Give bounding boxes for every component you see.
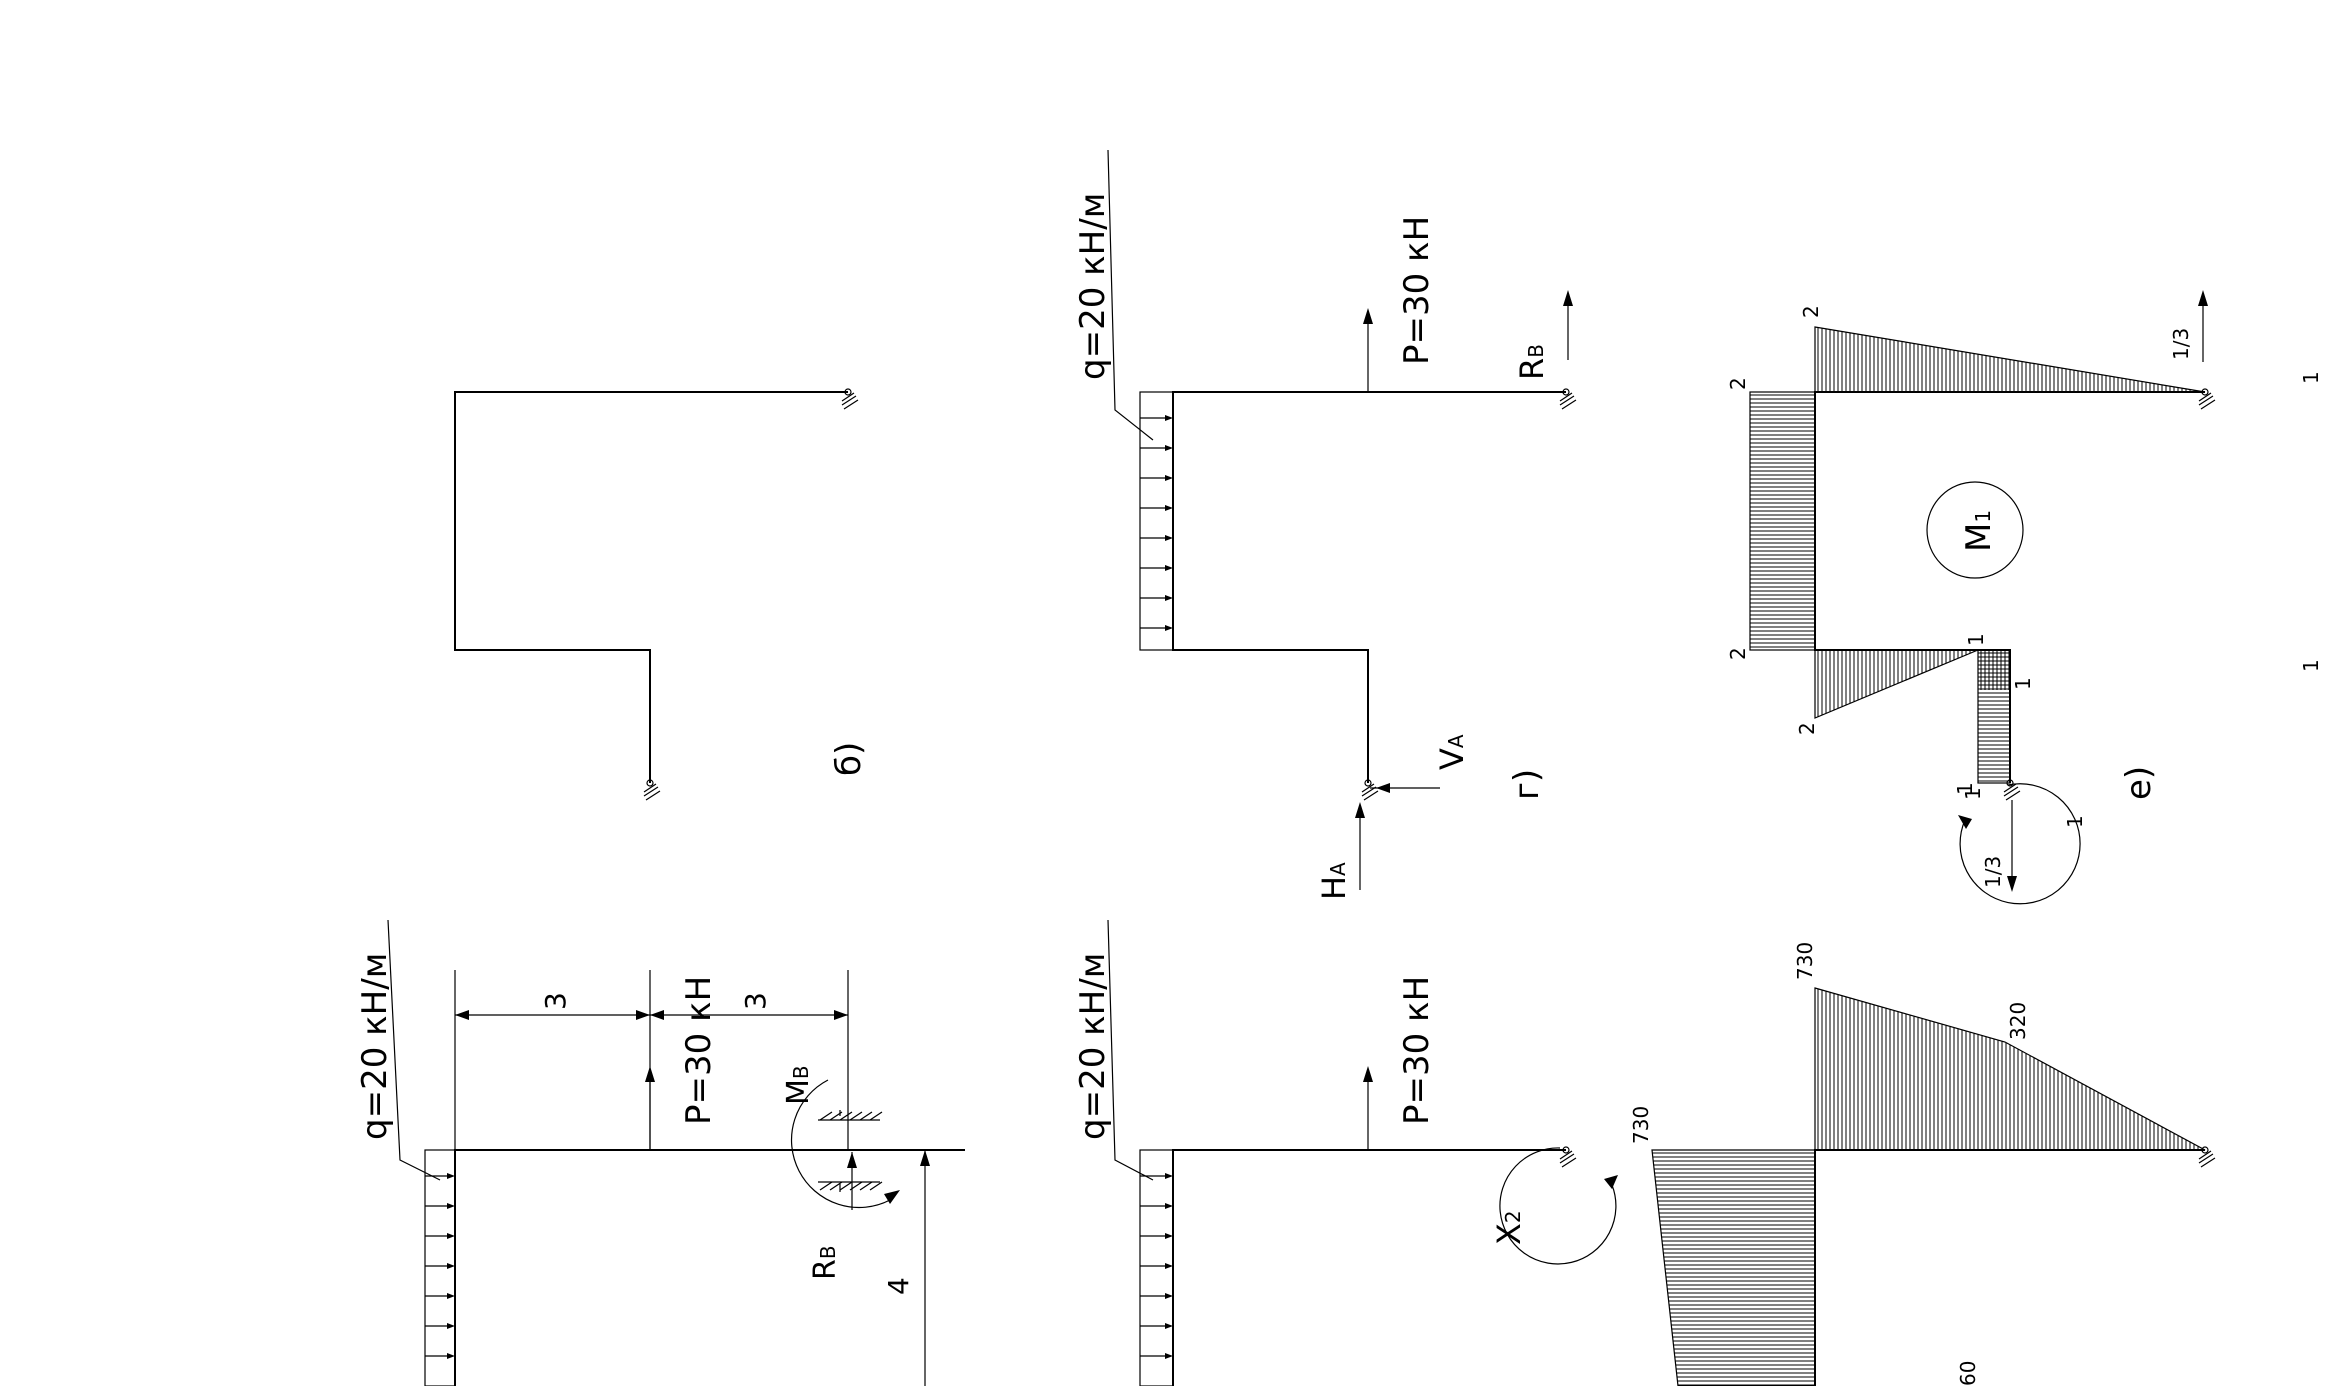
m1-value-1: 2 — [1726, 377, 1750, 390]
panel-g-HA-label: HА — [1315, 862, 1353, 900]
m1-value-5: 1 — [2011, 677, 2035, 690]
panel-e-label: е) — [2119, 766, 2159, 800]
m1-value-9: 1/3 — [1981, 856, 2005, 888]
m1-value-0: 2 — [1799, 305, 1823, 318]
panel-g-P-label: P=30 кН — [1397, 216, 1437, 365]
panel-b-label: б) — [829, 742, 869, 776]
panel-a-RB-label: RВ — [808, 1245, 843, 1280]
panel-a-q-label: q=20 кН/м — [355, 953, 395, 1140]
panel-b-frame — [454, 388, 859, 801]
panel-c-X2-label: X2 — [1490, 1210, 1528, 1245]
panel-a-dim-right: 3 — [739, 992, 772, 1010]
mp-value-3: 60 — [1956, 1361, 1980, 1386]
panel-a-dim-height: 4 — [882, 1277, 915, 1295]
panel-e-M1-label: M1 — [1959, 510, 1999, 552]
mp-value-0: 730 — [1793, 942, 1817, 980]
m1-value-6: 1 — [1961, 787, 1985, 800]
m1-value-8: 1 — [2063, 815, 2087, 828]
panel-g-distributed-load-arrows — [1140, 415, 1173, 631]
m1-edge-value-0: 1 — [2299, 371, 2323, 384]
panel-g-RB-label: RВ — [1513, 344, 1551, 380]
panel-g-label: г) — [1507, 769, 1547, 800]
m1-edge-value-1: 1 — [2299, 659, 2323, 672]
m1-value-7: 1 — [1953, 782, 1977, 795]
m1-value-2: 2 — [1726, 647, 1750, 660]
panel-f-diagram — [1651, 987, 2216, 1387]
panel-g-q-label: q=20 кН/м — [1073, 193, 1113, 380]
panel-a-dim-left: 3 — [539, 992, 572, 1010]
panel-a-frame — [387, 919, 965, 1387]
panel-c-P-label: P=30 кН — [1397, 976, 1437, 1125]
panel-a-MB-label: MВ — [781, 1065, 816, 1105]
panel-g-VA-label: VА — [1433, 734, 1471, 770]
panel-g-frame — [1107, 149, 1577, 890]
m1-value-3: 2 — [1795, 722, 1819, 735]
m1-value-4: 1 — [1964, 633, 1988, 646]
mp-value-2: 320 — [2006, 1002, 2030, 1040]
panel-c-frame — [1107, 919, 1618, 1387]
panel-e-frame — [1749, 290, 2216, 905]
panel-a-P-label: P=30 кН — [679, 976, 719, 1125]
m1-value-10: 1/3 — [2169, 328, 2193, 360]
mp-value-1: 730 — [1629, 1106, 1653, 1144]
panel-c-q-label: q=20 кН/м — [1073, 953, 1113, 1140]
